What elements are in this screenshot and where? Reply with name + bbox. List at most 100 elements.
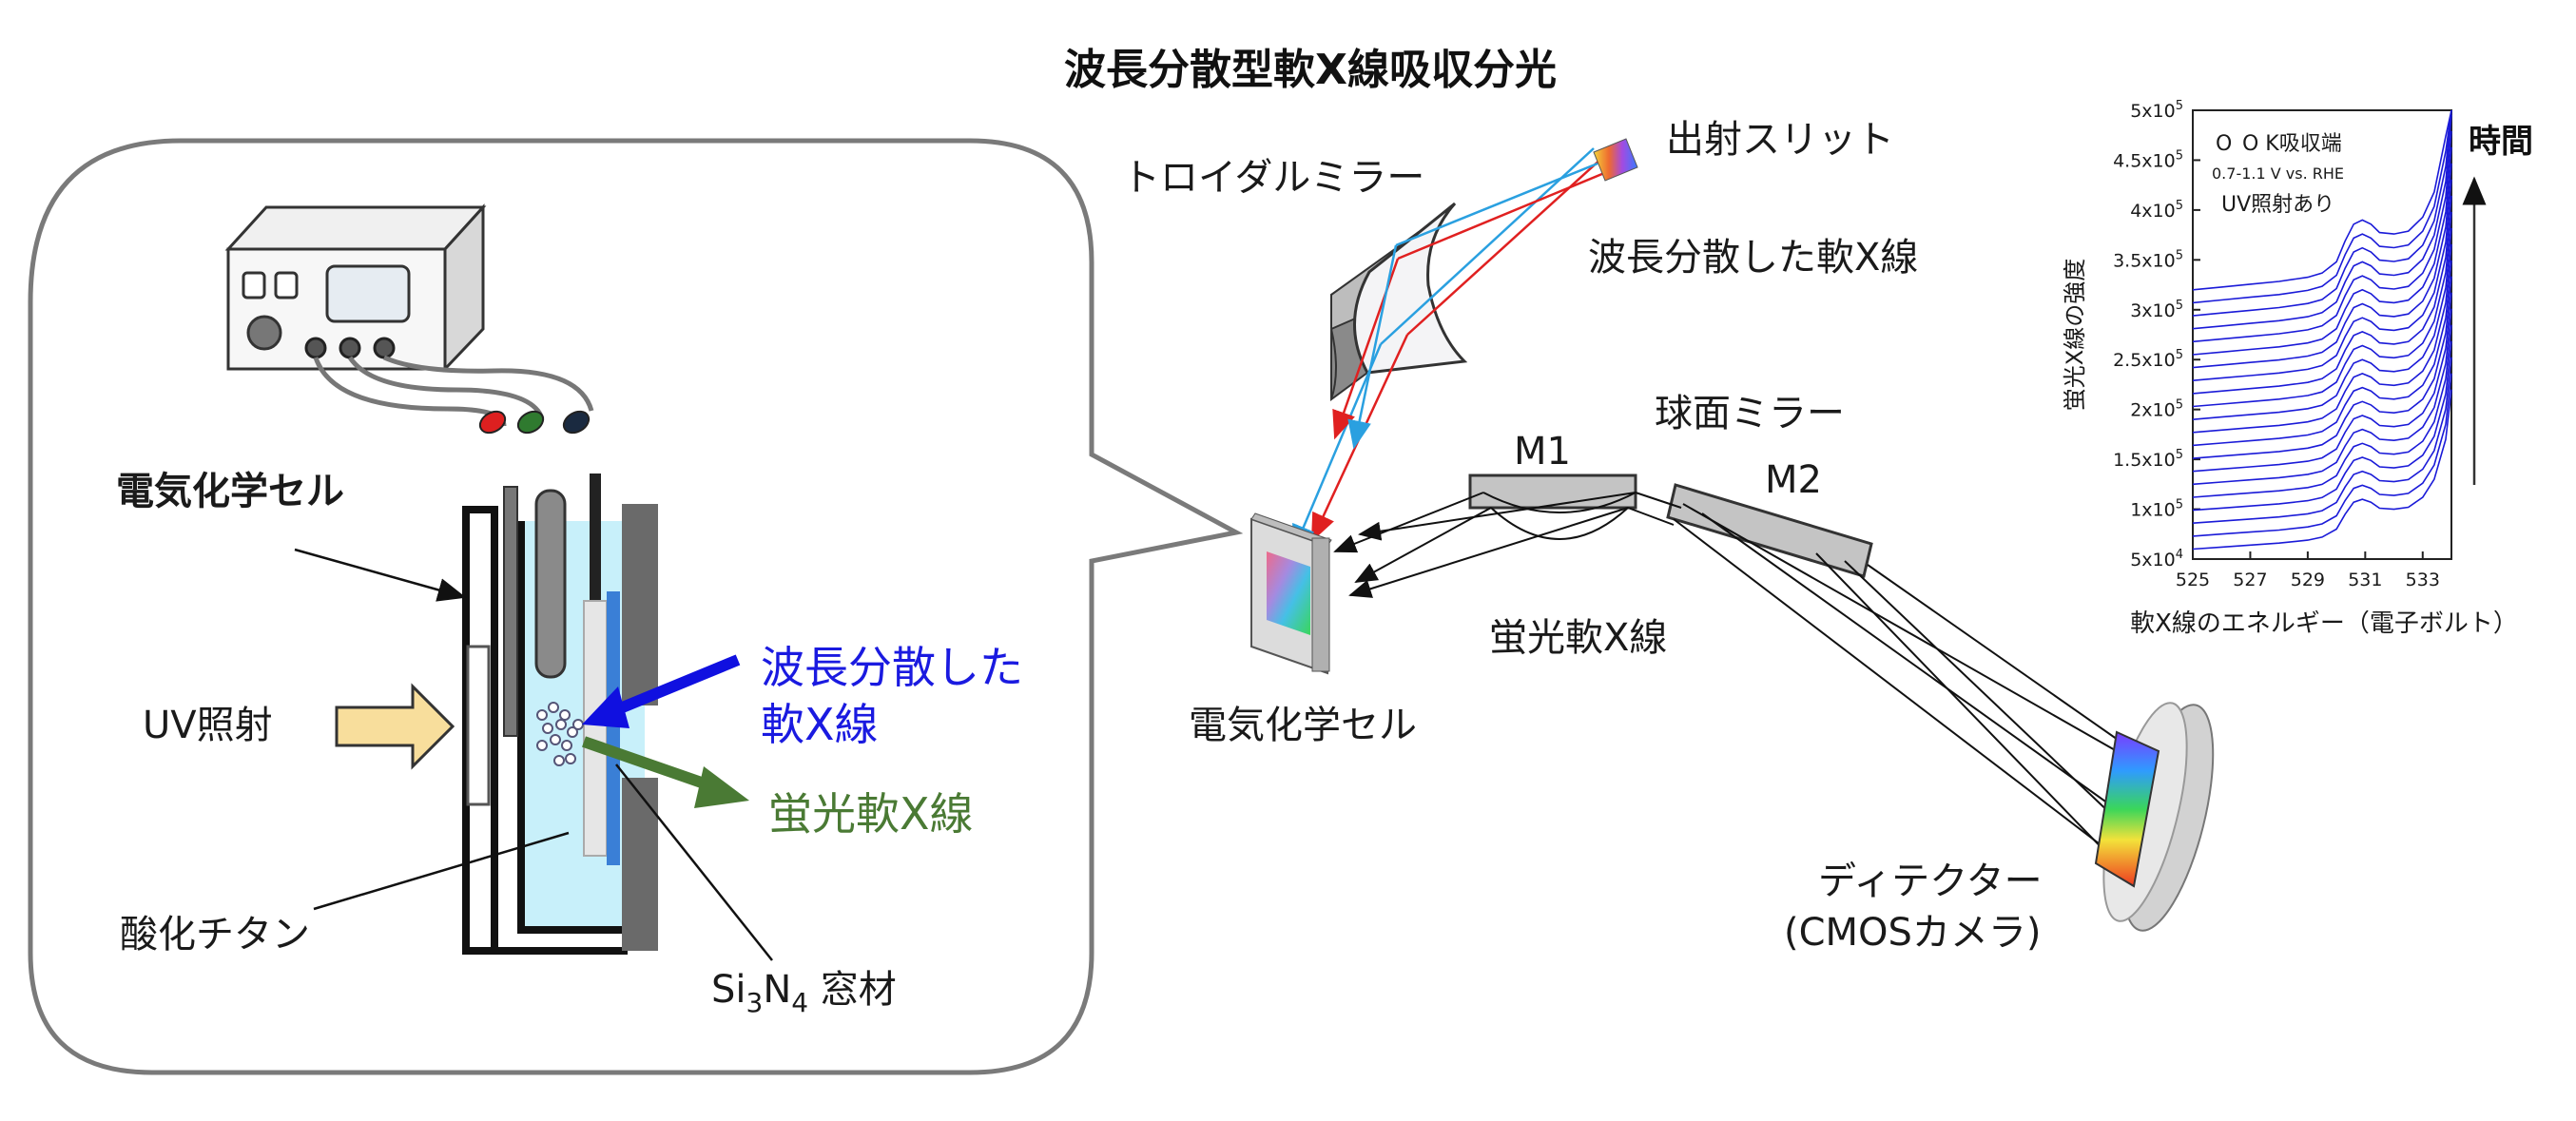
spectrum-line-9 — [2192, 260, 2452, 447]
legend-potential: 0.7-1.1 V vs. RHE — [2212, 164, 2344, 183]
exit-slit-label: 出射スリット — [1666, 118, 1894, 162]
bubble — [561, 740, 572, 751]
bubble — [572, 719, 584, 730]
electrode-leads — [478, 410, 591, 435]
spectrum-line-7 — [2192, 292, 2452, 473]
bubble — [565, 753, 576, 764]
bubble — [555, 719, 567, 730]
cell-label: 電気化学セル — [116, 470, 344, 513]
spectrum-line-15 — [2192, 163, 2452, 369]
bubble — [536, 740, 548, 751]
spectrum-series — [2192, 109, 2452, 551]
spectrum-line-4 — [2192, 340, 2452, 512]
spectrum-line-14 — [2192, 179, 2452, 381]
spectrum-line-3 — [2192, 357, 2452, 524]
window-pointer — [615, 763, 773, 961]
toroidal-mirror-label: トロイダルミラー — [1122, 156, 1424, 200]
x-tick-label: 531 — [2348, 570, 2382, 590]
gas-bubbles — [536, 702, 584, 766]
legend-edge: O K吸収端 — [2242, 132, 2342, 156]
detector — [2094, 702, 2215, 932]
spectrum-line-6 — [2192, 308, 2452, 486]
si3n4-window — [607, 591, 620, 865]
y-axis: 5x1041x1051.5x1052x1052.5x1053x1053.5x10… — [2113, 99, 2200, 570]
electrochemical-cell — [462, 474, 658, 955]
exit-slit — [1593, 138, 1638, 182]
chart-ylabel: 蛍光X線の強度 — [2062, 259, 2088, 411]
tio2-label: 酸化チタン — [120, 913, 310, 957]
x-tick-label: 527 — [2233, 570, 2267, 590]
spherical-mirror-label: 球面ミラー — [1655, 392, 1845, 435]
working-electrode-lead — [590, 474, 601, 603]
m1-label: M1 — [1514, 430, 1571, 474]
y-tick-label: 2x105 — [2130, 398, 2183, 421]
bubble — [542, 723, 553, 734]
x-tick-label: 533 — [2406, 570, 2440, 590]
spectrum-line-8 — [2192, 276, 2452, 459]
spectrum-line-5 — [2192, 324, 2452, 498]
incident-label-line2: 軟X線 — [761, 699, 879, 750]
m2-label: M2 — [1765, 458, 1822, 502]
uv-window — [466, 645, 491, 806]
bubble — [550, 734, 561, 745]
legend-marker: O — [2216, 132, 2232, 156]
mirror-m2 — [1666, 483, 1873, 578]
spectrum-line-18 — [2192, 114, 2452, 330]
spectrum-line-17 — [2192, 130, 2452, 343]
spectrum-line-10 — [2192, 243, 2452, 434]
potentiostat-device — [224, 203, 487, 373]
y-tick-label: 1x105 — [2130, 498, 2183, 521]
spectrum-line-20 — [2192, 109, 2452, 304]
y-tick-label: 4.5x105 — [2113, 148, 2183, 171]
cell-pointer — [294, 548, 467, 602]
uv-label: UV照射 — [143, 704, 273, 747]
x-tick-label: 529 — [2291, 570, 2325, 590]
legend-uv: UV照射あり — [2221, 193, 2334, 217]
spectrum-line-2 — [2192, 373, 2452, 537]
dispersed-xray-label: 波長分散した軟X線 — [1588, 236, 1918, 280]
counter-electrode — [534, 489, 567, 679]
uv-arrow — [335, 683, 455, 770]
spectrum-line-1 — [2192, 389, 2452, 551]
tio2-pointer — [313, 831, 570, 911]
incident-label-line1: 波長分散した — [761, 642, 1023, 693]
bubble — [548, 702, 559, 713]
window-label: Si3N4 窓材 — [711, 968, 897, 1018]
bubble — [559, 709, 571, 721]
spectrum-line-16 — [2192, 146, 2452, 356]
y-tick-label: 5x105 — [2130, 99, 2183, 122]
lead-clip-2 — [516, 410, 545, 435]
clamp-top — [622, 504, 658, 705]
spectrum-line-21 — [2192, 109, 2452, 291]
spectrum-line-19 — [2192, 109, 2452, 317]
fluorescence-label: 蛍光軟X線 — [768, 788, 974, 840]
y-tick-label: 2.5x105 — [2113, 348, 2183, 371]
chart-xlabel: 軟X線のエネルギー（電子ボルト） — [2130, 609, 2518, 638]
spectrum-chart: 5x1041x1051.5x1052x1052.5x1053x1053.5x10… — [2062, 99, 2533, 638]
spectrometer-cell-label: 電気化学セル — [1189, 704, 1417, 747]
spectrometer-cell — [1250, 512, 1332, 675]
spectrum-line-11 — [2192, 227, 2452, 420]
reference-electrode — [503, 486, 518, 737]
fluorescence-xray-label: 蛍光軟X線 — [1489, 616, 1667, 660]
spectrum-line-12 — [2192, 211, 2452, 408]
incident-xray-arrow — [582, 654, 741, 728]
lead-clip-3 — [562, 410, 591, 435]
y-tick-label: 4x105 — [2130, 199, 2183, 222]
time-label: 時間 — [2469, 123, 2533, 161]
toroidal-mirror — [1330, 202, 1468, 401]
lead-clip-1 — [478, 410, 507, 435]
tio2-layer — [583, 600, 608, 857]
y-tick-label: 5x104 — [2130, 548, 2183, 570]
fluorescence-arrow — [582, 736, 749, 808]
bubble — [553, 755, 565, 766]
mirror-m1 — [1468, 474, 1637, 510]
clamp-bottom — [622, 778, 658, 951]
bubble — [567, 726, 578, 738]
spectrum-line-13 — [2192, 195, 2452, 395]
detector-label-line1: ディテクター — [1818, 860, 2043, 903]
fluorescence-rays — [1333, 492, 2121, 862]
